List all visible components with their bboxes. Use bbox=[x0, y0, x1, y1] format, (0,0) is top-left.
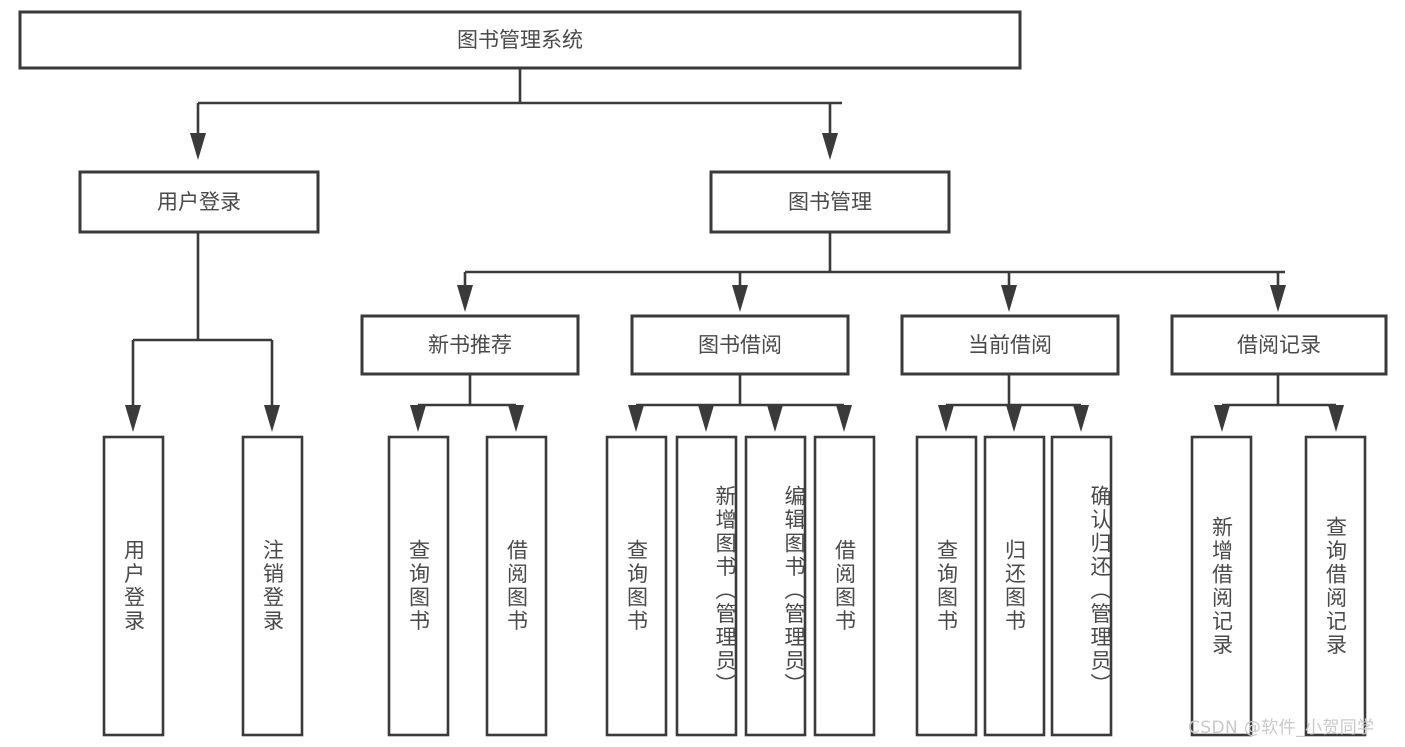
leaf-box-bb-query-book[interactable] bbox=[605, 435, 668, 737]
leaf-boxes-new-book bbox=[387, 435, 548, 737]
arrow-head-leaf-user-login bbox=[125, 405, 141, 432]
connector-group-new-book bbox=[410, 374, 524, 432]
leaf-box-logout[interactable] bbox=[241, 435, 304, 737]
connector-group-current-borrow bbox=[938, 374, 1089, 432]
node-book-borrow-box[interactable] bbox=[630, 314, 850, 376]
arrow-head-nb-query bbox=[410, 405, 426, 432]
leaf-box-br-add-record[interactable] bbox=[1190, 435, 1253, 737]
arrow-head-new-book bbox=[457, 285, 473, 312]
arrow-head-cb-query bbox=[938, 405, 954, 432]
node-current-borrow[interactable]: 当前借阅 bbox=[900, 314, 1120, 376]
leaf-box-cb-confirm-return[interactable] bbox=[1050, 435, 1113, 737]
leaf-boxes-borrow-record bbox=[1190, 435, 1367, 737]
leaf-box-cb-query-book[interactable] bbox=[915, 435, 978, 737]
leaf-box-bb-borrow-book[interactable] bbox=[813, 435, 876, 737]
arrow-head-bb-query bbox=[628, 405, 644, 432]
node-user-login[interactable]: 用户登录 bbox=[78, 170, 320, 234]
arrow-head-cb-confirm bbox=[1073, 405, 1089, 432]
node-borrow-record-box[interactable] bbox=[1170, 314, 1388, 376]
connector-group-borrow-record bbox=[1214, 374, 1344, 432]
node-book-management[interactable]: 图书管理 bbox=[709, 170, 951, 234]
arrow-head-current-borrow bbox=[1001, 285, 1017, 312]
node-book-management-box[interactable] bbox=[709, 170, 951, 234]
node-borrow-record-label: 借阅记录 bbox=[1237, 333, 1321, 357]
connector-group-root bbox=[190, 68, 842, 160]
node-user-login-label: 用户登录 bbox=[157, 190, 241, 214]
node-book-management-label: 图书管理 bbox=[788, 190, 872, 214]
node-borrow-record[interactable]: 借阅记录 bbox=[1170, 314, 1388, 376]
node-current-borrow-label: 当前借阅 bbox=[968, 333, 1052, 357]
arrow-head-book-mgmt bbox=[822, 133, 838, 160]
node-book-borrow[interactable]: 图书借阅 bbox=[630, 314, 850, 376]
arrow-head-book-borrow bbox=[732, 285, 748, 312]
leaf-box-nb-borrow-book[interactable] bbox=[485, 435, 548, 737]
leaf-box-user-login[interactable] bbox=[102, 435, 165, 737]
arrow-head-borrow-record bbox=[1270, 285, 1286, 312]
node-new-book-recommend[interactable]: 新书推荐 bbox=[360, 314, 580, 376]
node-current-borrow-box[interactable] bbox=[900, 314, 1120, 376]
leaf-box-bb-edit-book[interactable] bbox=[744, 435, 807, 737]
leaf-boxes-current-borrow bbox=[915, 435, 1113, 737]
leaf-box-bb-add-book[interactable] bbox=[675, 435, 738, 737]
arrow-head-nb-borrow bbox=[508, 405, 524, 432]
arrow-head-bb-add bbox=[698, 405, 714, 432]
leaf-box-cb-return-book[interactable] bbox=[983, 435, 1046, 737]
node-new-book-recommend-box[interactable] bbox=[360, 314, 580, 376]
node-user-login-box[interactable] bbox=[78, 170, 320, 234]
arrow-head-leaf-logout bbox=[264, 405, 280, 432]
arrow-head-bb-borrow bbox=[836, 405, 852, 432]
connector-group-user-login bbox=[125, 232, 280, 432]
node-root-box[interactable] bbox=[18, 10, 1022, 70]
leaf-box-br-query-record[interactable] bbox=[1304, 435, 1367, 737]
arrow-head-user-login bbox=[190, 133, 206, 160]
leaf-boxes-user-login bbox=[102, 435, 304, 737]
arrow-head-br-query bbox=[1328, 405, 1344, 432]
connector-group-book-mgmt bbox=[457, 232, 1286, 312]
arrow-head-bb-edit bbox=[767, 405, 783, 432]
node-root[interactable]: 图书管理系统 bbox=[18, 10, 1022, 70]
node-new-book-recommend-label: 新书推荐 bbox=[428, 333, 512, 357]
node-root-label: 图书管理系统 bbox=[457, 28, 583, 52]
node-book-borrow-label: 图书借阅 bbox=[698, 333, 782, 357]
csdn-watermark: CSDN @软件_小贺同学 bbox=[1188, 718, 1375, 738]
leaf-box-nb-query-book[interactable] bbox=[387, 435, 450, 737]
connector-group-book-borrow bbox=[628, 374, 852, 432]
arrow-head-br-add bbox=[1214, 405, 1230, 432]
arrow-head-cb-return bbox=[1006, 405, 1022, 432]
leaf-boxes-book-borrow bbox=[605, 435, 876, 737]
